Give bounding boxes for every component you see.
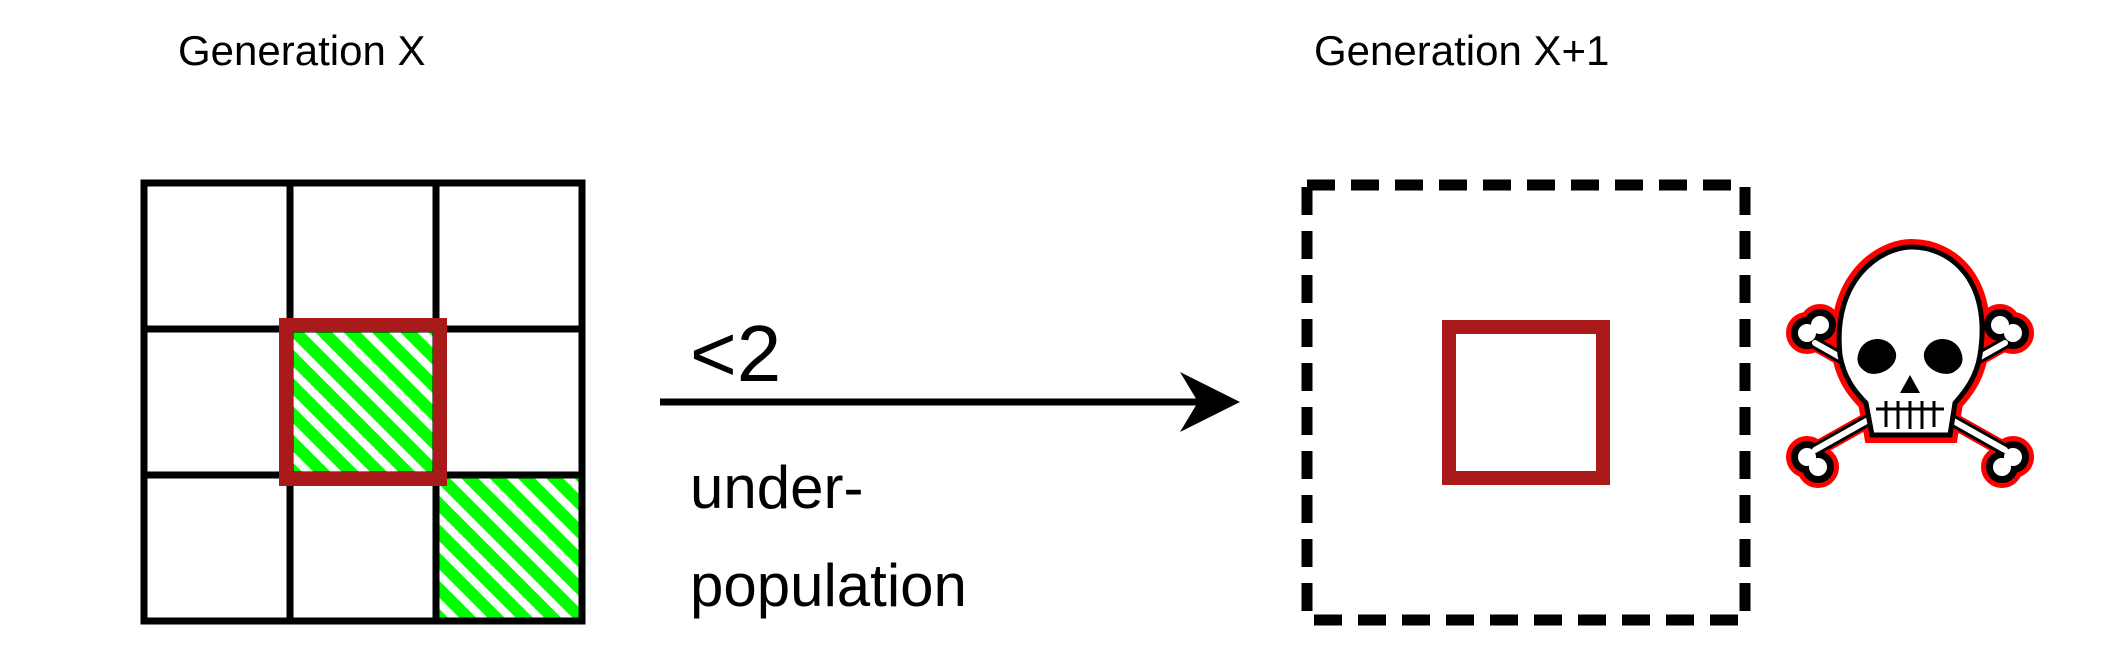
skull-eye-left: [1857, 338, 1897, 374]
generation-x-grid: [140, 179, 586, 625]
generation-x-title: Generation X: [178, 27, 426, 74]
arrow-head-icon: [1180, 372, 1240, 432]
transition-arrow: [660, 372, 1240, 432]
skull-teeth: [1876, 401, 1944, 429]
grid-border: [140, 179, 586, 625]
generation-x-plus-1-neighborhood: [1301, 179, 1751, 626]
skull-crossbones-icon: [1786, 238, 2034, 488]
skull-eye-right: [1923, 338, 1963, 374]
alive-cell: [290, 329, 436, 475]
neighbor-count-condition: <2: [690, 309, 782, 398]
generation-x-plus-1-title: Generation X+1: [1314, 27, 1610, 74]
dead-cell-outline: [1442, 320, 1610, 485]
focus-cell-outline: [279, 318, 447, 486]
skull-nose: [1900, 375, 1920, 393]
alive-cell: [436, 475, 582, 621]
skull-head: [1836, 244, 1985, 438]
alive-cells-group: [290, 329, 582, 621]
rule-name-line-2: population: [690, 552, 967, 619]
rule-name-line-1: under-: [690, 454, 864, 521]
neighborhood-dashed-border: [1301, 179, 1751, 626]
